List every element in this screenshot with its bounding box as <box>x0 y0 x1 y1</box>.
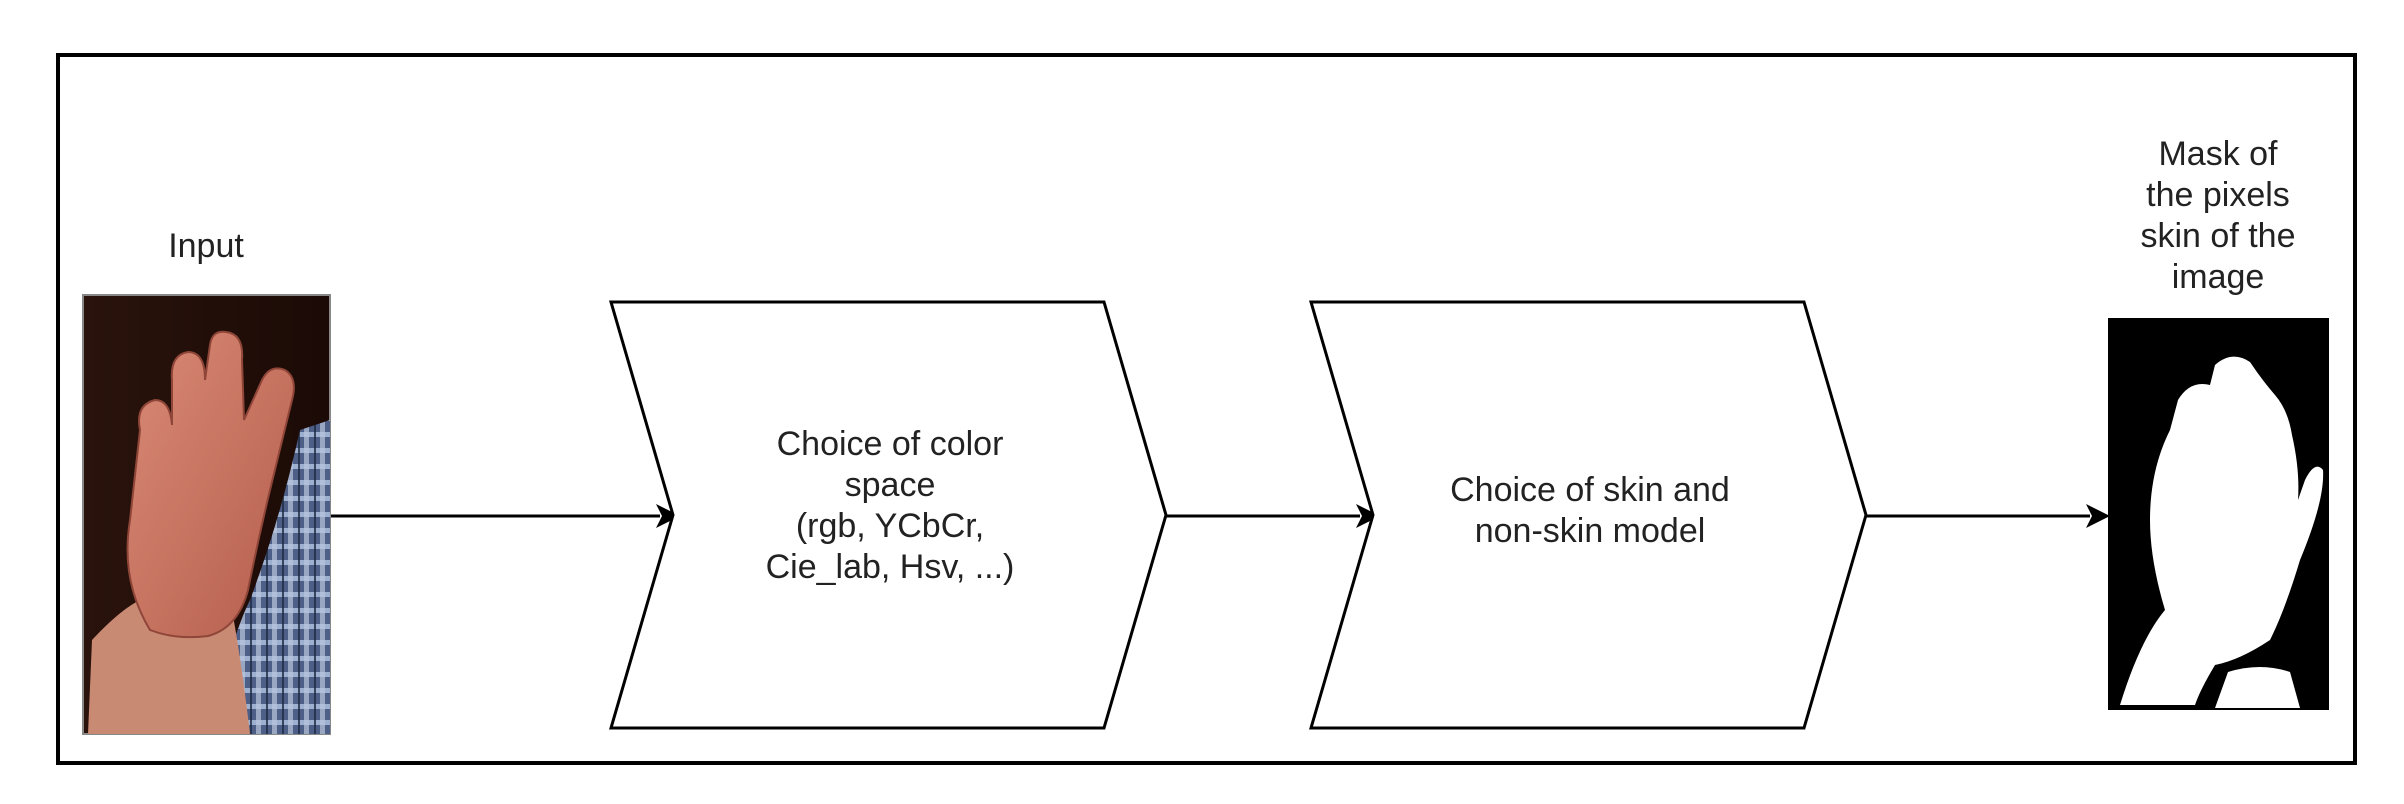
step-color-space-shape <box>609 300 1168 730</box>
step-skin-model-line: non-skin model <box>1474 512 1706 550</box>
output-label: Mask of the pixels skin of the image <box>2108 134 2328 298</box>
arrow-step1-to-step2 <box>1166 504 1380 528</box>
output-label-line: image <box>2171 258 2265 296</box>
step-color-space-text: Choice of color space (rgb, YCbCr, Cie_l… <box>690 424 1090 588</box>
output-label-line: skin of the <box>2140 217 2296 255</box>
step-color-space-line: Choice of color <box>776 425 1004 463</box>
step-skin-model-text: Choice of skin and non-skin model <box>1390 470 1790 552</box>
step-color-space-line: Cie_lab, Hsv, ...) <box>765 548 1015 586</box>
diagram-frame <box>56 53 2357 765</box>
arrow-step2-to-output <box>1866 504 2110 528</box>
step-color-space-line: (rgb, YCbCr, <box>795 507 985 545</box>
step-color-space-line: space <box>844 466 936 504</box>
step-skin-model-shape <box>1309 300 1868 730</box>
input-hand-image <box>82 294 331 735</box>
output-mask-image <box>2108 318 2329 710</box>
step-skin-model-line: Choice of skin and <box>1450 471 1730 509</box>
output-label-line: the pixels <box>2146 176 2290 214</box>
input-label: Input <box>168 227 244 265</box>
arrow-input-to-step1 <box>331 504 680 528</box>
output-label-line: Mask of <box>2158 135 2278 173</box>
